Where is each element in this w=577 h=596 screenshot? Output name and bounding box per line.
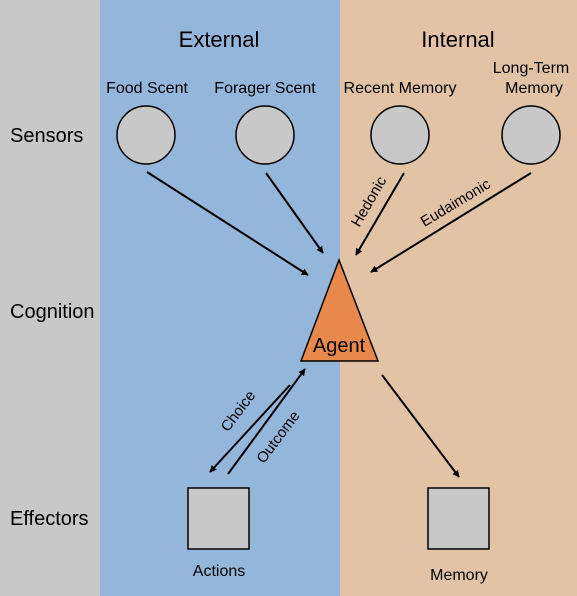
sensor-label-food-scent: Food Scent — [106, 80, 188, 97]
sensor-node-long-term-memory — [501, 105, 561, 165]
row-label-band — [0, 0, 100, 596]
sensor-node-recent-memory — [370, 105, 430, 165]
sensor-label-forager-scent: Forager Scent — [214, 80, 316, 97]
arrow-forager-scent-to-agent — [265, 172, 324, 254]
column-header-internal: Internal — [421, 27, 494, 52]
arrow-food-scent-to-agent — [146, 171, 309, 276]
sensor-label-long-term-memory-line2: Memory — [505, 80, 563, 97]
column-header-external: External — [179, 27, 260, 52]
effector-label-actions: Actions — [193, 563, 245, 580]
arrow-recent-memory-to-agent — [355, 172, 405, 256]
agent-label: Agent — [313, 335, 366, 357]
arrow-outcome — [227, 368, 306, 475]
arrow-long-term-memory-to-agent — [370, 172, 532, 273]
sensor-label-long-term-memory-line1: Long-Term — [493, 60, 569, 77]
arrow-choice — [209, 384, 291, 473]
effector-label-memory: Memory — [430, 567, 488, 584]
effector-node-memory — [427, 487, 490, 550]
row-label-cognition: Cognition — [10, 301, 95, 323]
sensor-node-food-scent — [116, 105, 176, 165]
arrow-agent-to-memory — [381, 374, 460, 478]
sensor-label-recent-memory: Recent Memory — [344, 80, 457, 97]
row-label-effectors: Effectors — [10, 508, 89, 530]
sensor-node-forager-scent — [235, 105, 295, 165]
agent-triangle — [299, 257, 380, 362]
row-label-sensors: Sensors — [10, 125, 83, 147]
effector-node-actions — [187, 487, 250, 550]
